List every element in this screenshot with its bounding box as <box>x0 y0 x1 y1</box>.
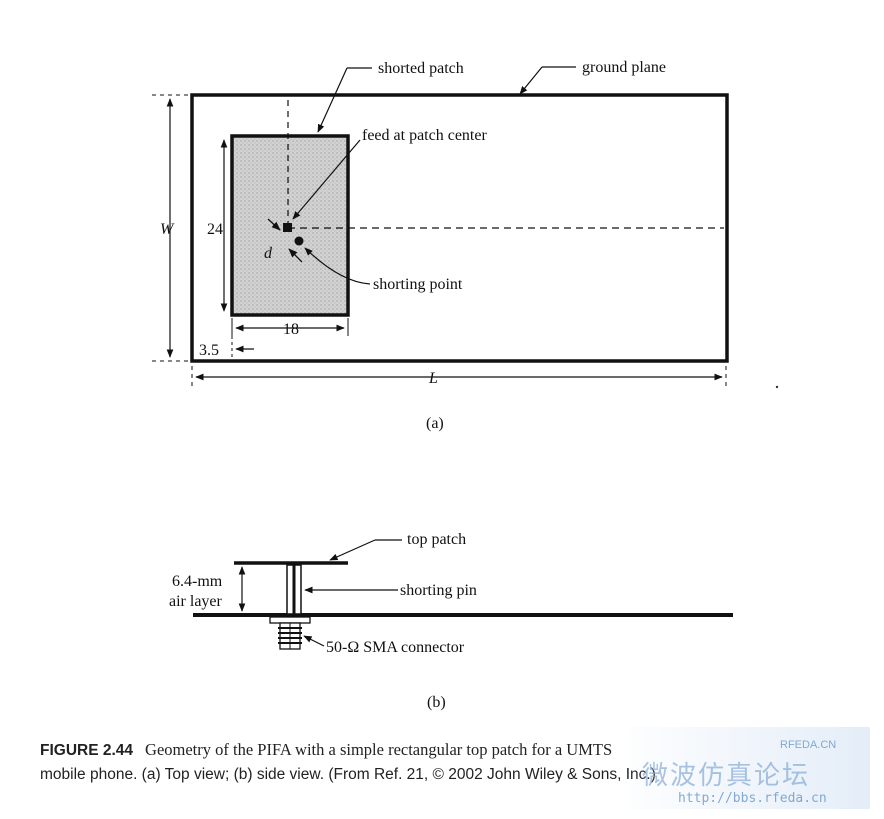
d-arrow-upper <box>267 218 281 231</box>
shorting-point <box>294 236 304 246</box>
side-view: 6.4-mm air layer top patch shorting pin … <box>169 531 733 711</box>
feed-label: feed at patch center <box>362 127 487 144</box>
shorting-pin-label: shorting pin <box>400 582 477 599</box>
d-arrow-lower <box>288 248 303 263</box>
shorting-point-label: shorting point <box>373 276 463 293</box>
connector-leader <box>303 635 325 647</box>
l-label: L <box>428 370 438 387</box>
shorting-point-leader <box>304 247 371 285</box>
caption-line-2: mobile phone. (a) Top view; (b) side vie… <box>40 766 656 783</box>
watermark-site: RFEDA.CN <box>780 739 837 751</box>
shorted-patch-leader-diag <box>317 67 348 133</box>
feed-leader <box>292 139 361 220</box>
sma-connector-body <box>278 622 302 650</box>
shorted-patch <box>230 134 350 317</box>
figure-number: FIGURE 2.44 <box>40 742 134 759</box>
subcaption-b: (b) <box>427 694 446 711</box>
w-label: W <box>160 221 175 238</box>
watermark: RFEDA.CN 微波仿真论坛 http://bbs.rfeda.cn <box>630 727 870 809</box>
d-label: d <box>264 245 273 262</box>
offset-label: 3.5 <box>199 342 219 359</box>
patch-height-label: 24 <box>207 221 223 238</box>
patch-width-label: 18 <box>283 321 299 338</box>
connector-label: 50-Ω SMA connector <box>326 639 465 656</box>
scan-speck <box>775 385 779 389</box>
watermark-url: http://bbs.rfeda.cn <box>678 791 827 806</box>
air-layer-label-1: 6.4-mm <box>172 573 223 590</box>
shorted-patch-label: shorted patch <box>378 60 464 77</box>
ground-plane <box>190 93 729 363</box>
air-layer-label-2: air layer <box>169 593 223 610</box>
sma-flange <box>269 616 311 624</box>
watermark-text: 微波仿真论坛 <box>642 761 811 791</box>
figure-caption: FIGURE 2.44 Geometry of the PIFA with a s… <box>40 738 860 787</box>
top-patch-label: top patch <box>407 531 466 548</box>
feed-point <box>283 223 292 232</box>
top-view: d W 24 18 3.5 L shorted patch ground pla… <box>152 59 729 432</box>
ground-plane-leader-diag <box>519 66 543 95</box>
ground-plane-label: ground plane <box>582 59 666 76</box>
subcaption-a: (a) <box>426 415 444 432</box>
top-patch-leader-diag <box>329 539 376 561</box>
caption-line-1: Geometry of the PIFA with a simple recta… <box>145 740 613 759</box>
